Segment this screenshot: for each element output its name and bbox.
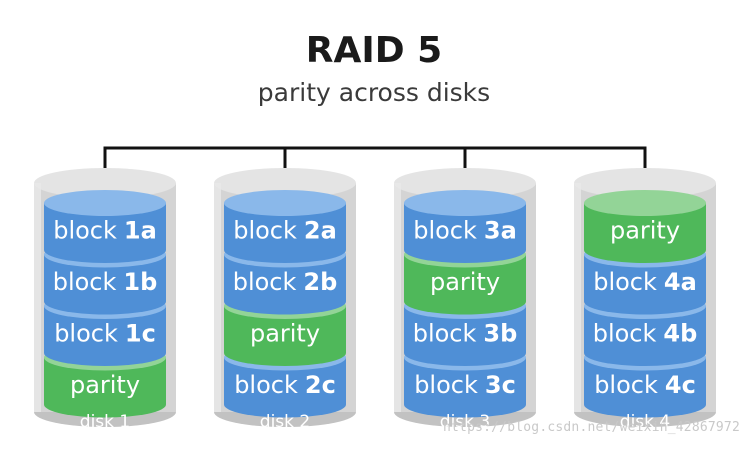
block-label-prefix: parity (430, 268, 500, 296)
block-label-prefix: block (594, 371, 658, 399)
disk-top (394, 168, 536, 198)
block-label: parity (430, 268, 500, 296)
block-label: parity (250, 320, 320, 348)
block-top (224, 190, 346, 216)
disk-label: disk 2 (260, 412, 310, 432)
block-top (584, 190, 706, 216)
block-label-id: 4b (663, 320, 697, 348)
disk-highlight (394, 183, 401, 412)
disk-highlight (214, 183, 221, 412)
block-label-prefix: block (593, 268, 657, 296)
block-label-prefix: block (593, 320, 657, 348)
block-label-prefix: block (233, 217, 297, 245)
block-label-prefix: block (413, 320, 477, 348)
block-label-id: 4c (665, 371, 696, 399)
block-top (44, 190, 166, 216)
block-label-prefix: block (53, 217, 117, 245)
block-label-id: 3c (485, 371, 516, 399)
block-label-prefix: block (413, 217, 477, 245)
diagram-title: RAID 5 (305, 30, 443, 71)
block-label-id: 1b (123, 268, 157, 296)
block-label-prefix: parity (250, 320, 320, 348)
block-label-prefix: block (233, 268, 297, 296)
disk-top (34, 168, 176, 198)
block-label-id: 2b (303, 268, 337, 296)
block-label-id: 3b (483, 320, 517, 348)
disk-label: disk 3 (440, 412, 490, 432)
block-label-prefix: parity (70, 371, 140, 399)
block-label-id: 1a (124, 217, 157, 245)
disk-top (574, 168, 716, 198)
block-label-prefix: block (54, 320, 118, 348)
block-label-prefix: block (234, 371, 298, 399)
block-top (404, 190, 526, 216)
parity-block: parity (584, 190, 706, 263)
disk-top (214, 168, 356, 198)
block-label-prefix: block (53, 268, 117, 296)
block-label: parity (70, 371, 140, 399)
watermark-text: https://blog.csdn.net/weixin_42867972 (443, 420, 740, 435)
block-label-id: 3a (484, 217, 517, 245)
block-label-id: 2c (305, 371, 336, 399)
block-label: parity (610, 217, 680, 245)
block-label-prefix: block (414, 371, 478, 399)
disk-label: disk 4 (620, 412, 670, 432)
block-label-id: 4a (664, 268, 697, 296)
block-label-id: 2a (304, 217, 337, 245)
block-label-prefix: parity (610, 217, 680, 245)
disk-label: disk 1 (80, 412, 130, 432)
disk-highlight (574, 183, 581, 412)
disk-highlight (34, 183, 41, 412)
block-label-id: 1c (125, 320, 156, 348)
diagram-subtitle: parity across disks (257, 78, 491, 107)
